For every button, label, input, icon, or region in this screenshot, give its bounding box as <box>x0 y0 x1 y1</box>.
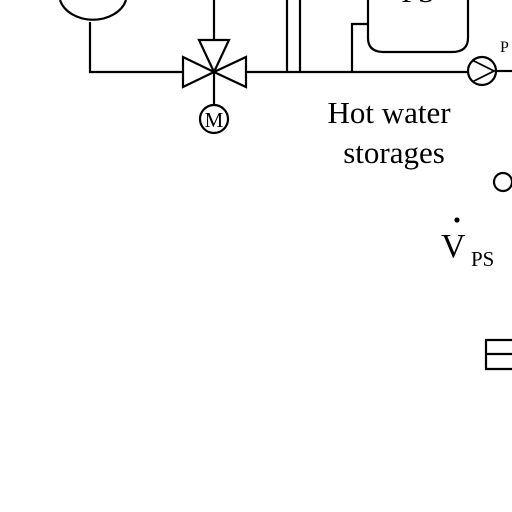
upper-left-component-circle <box>58 0 128 21</box>
flow-rate-v: V <box>441 228 466 265</box>
pump-label: P <box>500 39 509 56</box>
three-way-mixing-valve <box>181 38 248 104</box>
motor-actuator: M <box>198 103 230 135</box>
storage-tank-body <box>366 0 470 54</box>
hot-water-storages-label-line2: storages <box>343 135 445 170</box>
sensor-circle <box>492 171 512 193</box>
storage-tank-ps: PS <box>366 0 470 54</box>
storage-tank-label: PS <box>401 0 434 9</box>
valve-left-triangle <box>181 55 217 89</box>
right-edge-component <box>484 338 512 371</box>
pipe-tank-branch <box>350 22 368 72</box>
pipe-left-return <box>88 22 183 74</box>
flow-rate-symbol: V PS <box>441 217 494 271</box>
valve-top-triangle <box>197 38 231 75</box>
circulation-pump: P <box>466 39 512 87</box>
flow-rate-subscript: PS <box>471 247 494 271</box>
pump-direction-triangle <box>471 59 497 83</box>
hot-water-storages-label-line1: Hot water <box>327 95 451 130</box>
motor-label: M <box>205 108 224 132</box>
motor-circle <box>198 103 230 135</box>
flow-rate-dot <box>454 217 460 223</box>
pump-circle <box>466 55 498 87</box>
